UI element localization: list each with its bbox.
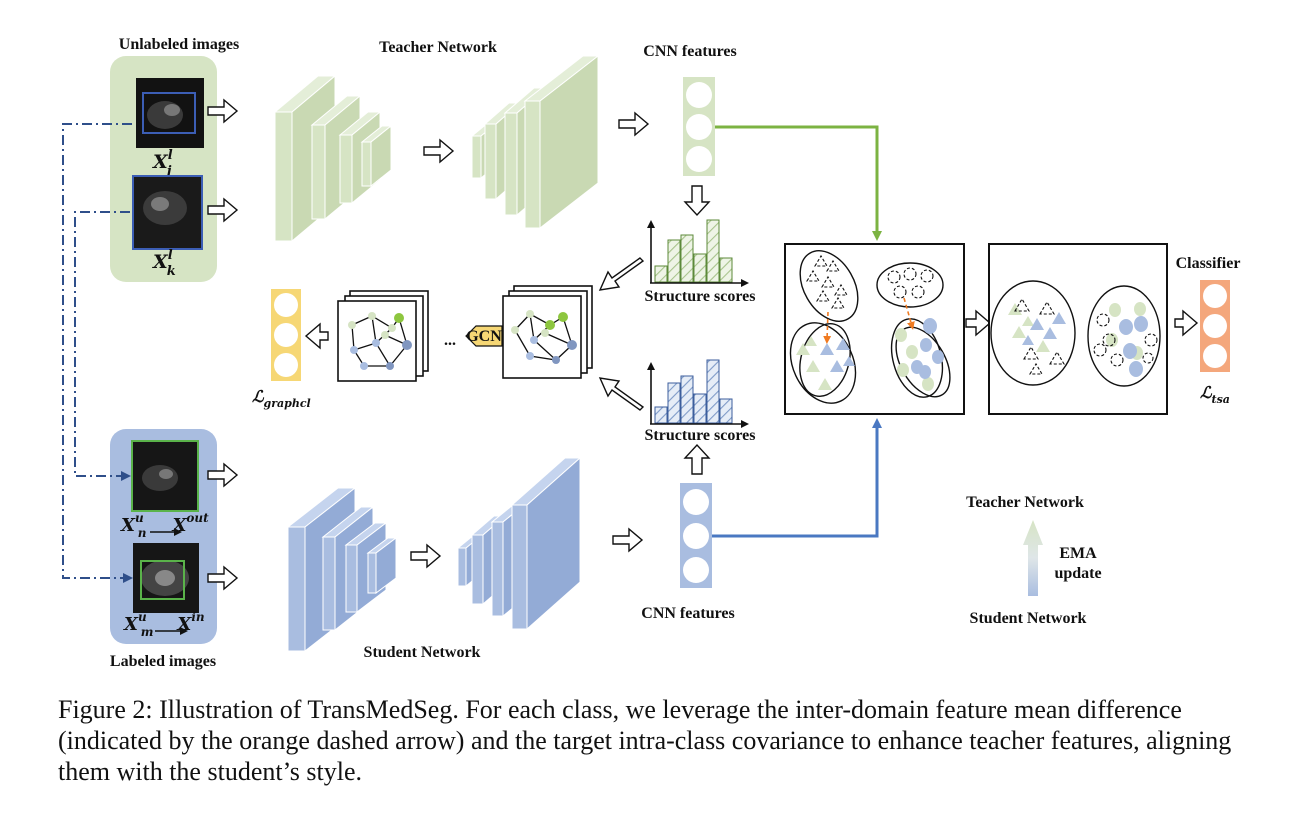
structure-scores-teacher: Structure scores	[645, 219, 756, 305]
student-network: Student Network	[286, 456, 582, 661]
student-feature-arrow	[712, 418, 882, 538]
legend-student-label: Student Network	[970, 610, 1087, 627]
teacher-network: Teacher Network	[273, 39, 600, 243]
feature-alignment-box	[784, 243, 965, 415]
ema-label: EMA	[1059, 545, 1097, 562]
structure-scores-top-label: Structure scores	[645, 288, 756, 305]
structure-scores-student: Structure scores	[645, 359, 756, 444]
loss-graphcl-label: ℒgraphcl	[252, 387, 311, 410]
ema-legend: Teacher Network EMA update Student Netwo…	[966, 494, 1101, 627]
labeled-images-label: Labeled images	[110, 653, 216, 670]
cnn-features-student: CNN features	[641, 483, 735, 622]
hollow-arrows	[207, 98, 1199, 591]
cnn-features-top-label: CNN features	[643, 43, 736, 60]
teacher-network-label: Teacher Network	[379, 39, 497, 56]
graph-stack-left	[337, 290, 429, 382]
unlabeled-images-label: Unlabeled images	[119, 36, 239, 53]
structure-scores-bottom-label: Structure scores	[645, 427, 756, 444]
classifier-label: Classifier	[1176, 255, 1241, 272]
legend-teacher-label: Teacher Network	[966, 494, 1084, 511]
ellipsis-label: ...	[444, 332, 456, 349]
cnn-features-teacher: CNN features	[643, 43, 737, 176]
teacher-feature-arrow	[715, 125, 882, 241]
student-network-label: Student Network	[364, 644, 481, 661]
graph-stack-right	[502, 285, 593, 379]
figure-caption: Figure 2: Illustration of TransMedSeg. F…	[58, 695, 1232, 786]
graph-loss-feature: ℒgraphcl	[252, 289, 311, 410]
classifier: Classifier ℒtsa	[1176, 255, 1241, 406]
dash-dot-connectors	[62, 123, 133, 583]
gcn-tag: GCN	[465, 325, 503, 347]
aligned-feature-box	[988, 243, 1168, 415]
cnn-features-bottom-label: CNN features	[641, 605, 734, 622]
gcn-label: GCN	[466, 328, 502, 345]
loss-tsa-label: ℒtsa	[1200, 383, 1230, 406]
update-label: update	[1054, 565, 1101, 582]
